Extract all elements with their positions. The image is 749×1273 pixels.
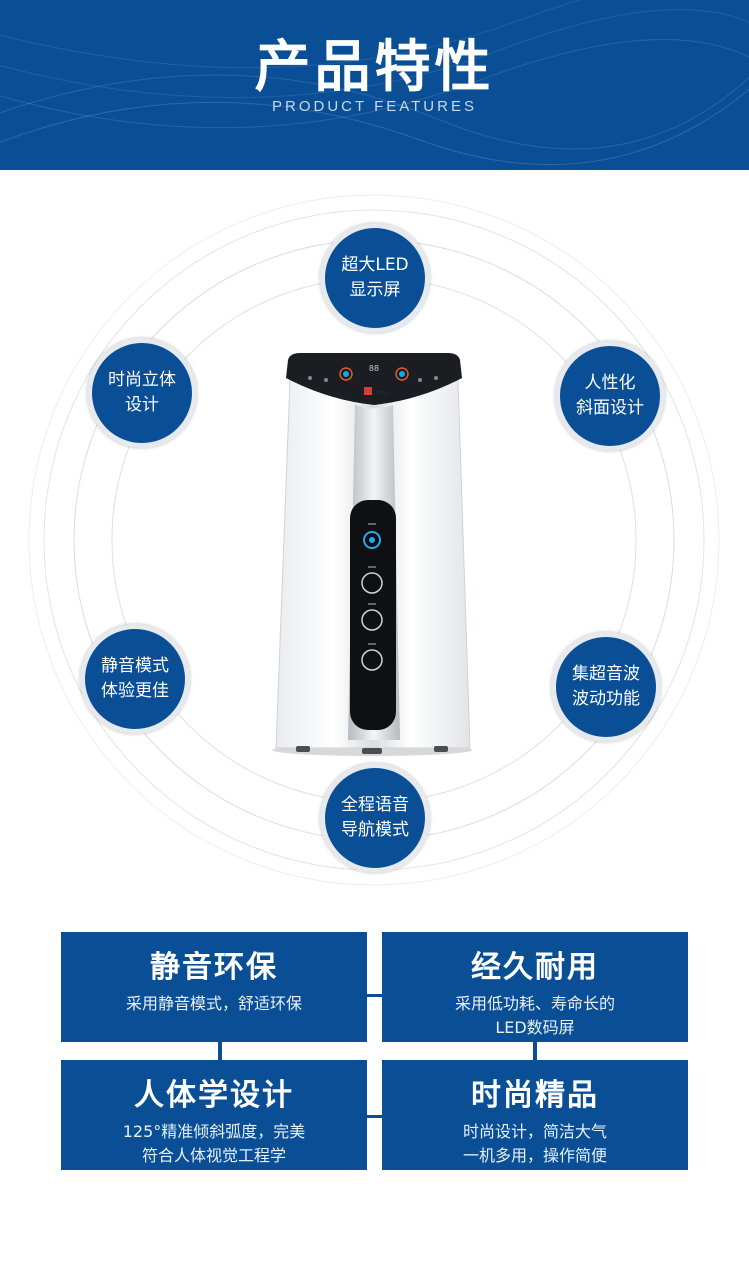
page-subtitle: PRODUCT FEATURES [272, 98, 477, 115]
card-desc-line: 符合人体视觉工程学 [141, 1146, 286, 1165]
feature-text: 导航模式 [341, 820, 409, 840]
card-desc-line: 时尚设计，简洁大气 [462, 1122, 607, 1141]
card-durable: 经久耐用 采用低功耗、寿命长的 LED数码屏 [382, 932, 688, 1042]
feature-bubble-ultrasonic: 集超音波波动功能 [551, 632, 661, 742]
card-desc: 时尚设计，简洁大气一机多用，操作简便 [382, 1120, 688, 1168]
card-desc-line: LED数码屏 [495, 1018, 575, 1037]
connector-line [367, 994, 383, 997]
card-desc: 125°精准倾斜弧度，完美符合人体视觉工程学 [61, 1120, 367, 1168]
header-decoration [0, 0, 749, 166]
feature-bubble-led: 超大LED 显示屏 [320, 223, 430, 333]
svg-text:≋≋≋: ≋≋≋ [376, 390, 389, 396]
card-silent-eco: 静音环保 采用静音模式，舒适环保 [61, 932, 367, 1042]
feature-text: 显示屏 [349, 280, 401, 300]
feature-bubble-design: 时尚立体设计 [87, 338, 197, 448]
feature-text: 斜面设计 [576, 398, 644, 418]
card-desc-line: 125°精准倾斜弧度，完美 [122, 1122, 306, 1141]
feature-bubble-silent: 静音模式体验更佳 [80, 624, 190, 734]
card-title: 人体学设计 [134, 1078, 294, 1113]
feature-text: 人性化 [584, 373, 636, 393]
card-title: 静音环保 [150, 950, 278, 985]
svg-text:88: 88 [369, 364, 379, 373]
card-desc: 采用静音模式，舒适环保 [125, 994, 302, 1013]
feature-bubble-incline: 人性化斜面设计 [555, 341, 665, 451]
card-title: 时尚精品 [471, 1078, 599, 1113]
connector-line [218, 1042, 222, 1062]
feature-text: 体验更佳 [101, 681, 169, 701]
page-title: 产品特性 [254, 35, 495, 100]
card-fashion: 时尚精品 时尚设计，简洁大气一机多用，操作简便 [382, 1060, 688, 1170]
card-ergonomic: 人体学设计 125°精准倾斜弧度，完美符合人体视觉工程学 [61, 1060, 367, 1170]
feature-text: 全程语音 [341, 795, 409, 815]
feature-text: 集超音波 [572, 664, 640, 684]
header-banner: 产品特性 PRODUCT FEATURES [0, 0, 749, 170]
card-desc-line: 采用低功耗、寿命长的 [454, 994, 615, 1013]
connector-line [367, 1115, 383, 1118]
feature-text: 时尚立体 [108, 370, 176, 390]
feature-bubble-voice: 全程语音导航模式 [320, 763, 430, 873]
card-desc: 采用低功耗、寿命长的 LED数码屏 [382, 992, 688, 1040]
feature-text: 波动功能 [572, 689, 640, 709]
card-desc-line: 一机多用，操作简便 [462, 1146, 607, 1165]
connector-line [533, 1042, 537, 1062]
card-title: 经久耐用 [471, 950, 599, 985]
feature-text: 超大LED [341, 255, 409, 275]
feature-text: 静音模式 [101, 656, 169, 676]
feature-text: 设计 [125, 395, 159, 415]
